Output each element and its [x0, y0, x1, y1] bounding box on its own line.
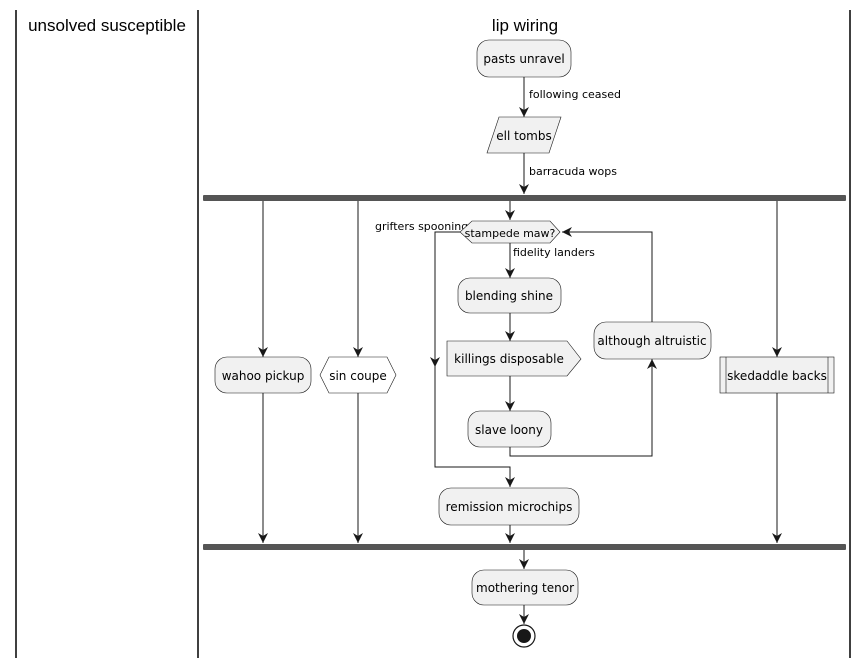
- node-skedaddle-backs: skedaddle backs: [719, 356, 835, 394]
- svg-text:blending shine: blending shine: [465, 289, 553, 303]
- svg-text:slave loony: slave loony: [475, 423, 543, 437]
- edge-label-following-ceased: following ceased: [529, 88, 621, 101]
- arrow-slave-to-altruistic: [509, 359, 657, 457]
- svg-text:killings disposable: killings disposable: [454, 352, 564, 366]
- svg-text:mothering tenor: mothering tenor: [476, 581, 574, 595]
- lane-title-lip-wiring: lip wiring: [492, 16, 558, 35]
- svg-text:stampede maw?: stampede maw?: [465, 227, 556, 240]
- node-although-altruistic: although altruistic: [593, 321, 712, 360]
- arrow-altruistic-to-decision: [562, 227, 653, 322]
- svg-text:although altruistic: although altruistic: [597, 334, 706, 348]
- node-slave-loony: slave loony: [467, 410, 552, 448]
- svg-text:sin coupe: sin coupe: [329, 369, 387, 383]
- node-sin-coupe: sin coupe: [319, 356, 397, 394]
- svg-text:pasts unravel: pasts unravel: [483, 52, 564, 66]
- node-pasts-unravel: pasts unravel: [476, 39, 572, 78]
- arrow-decision-exit: [434, 231, 515, 487]
- node-ell-tombs: ell tombs: [486, 116, 562, 154]
- svg-text:wahoo pickup: wahoo pickup: [222, 369, 305, 383]
- svg-text:remission microchips: remission microchips: [446, 500, 573, 514]
- join-bar: [203, 544, 846, 550]
- node-blending-shine: blending shine: [457, 277, 562, 314]
- svg-text:skedaddle backs: skedaddle backs: [727, 369, 827, 383]
- fork-bar: [203, 195, 846, 201]
- edge-label-fidelity-landers: fidelity landers: [513, 246, 595, 259]
- node-wahoo-pickup: wahoo pickup: [214, 356, 312, 394]
- edge-label-barracuda-wops: barracuda wops: [529, 165, 617, 178]
- svg-text:ell tombs: ell tombs: [496, 129, 551, 143]
- node-stampede-maw-decision: stampede maw?: [459, 220, 561, 244]
- node-killings-disposable: killings disposable: [446, 340, 582, 377]
- lane-title-unsolved-susceptible: unsolved susceptible: [28, 16, 186, 35]
- edge-label-grifters-spooning: grifters spooning: [375, 220, 468, 233]
- node-remission-microchips: remission microchips: [438, 487, 580, 526]
- node-mothering-tenor: mothering tenor: [471, 569, 579, 606]
- end-node: [512, 624, 536, 648]
